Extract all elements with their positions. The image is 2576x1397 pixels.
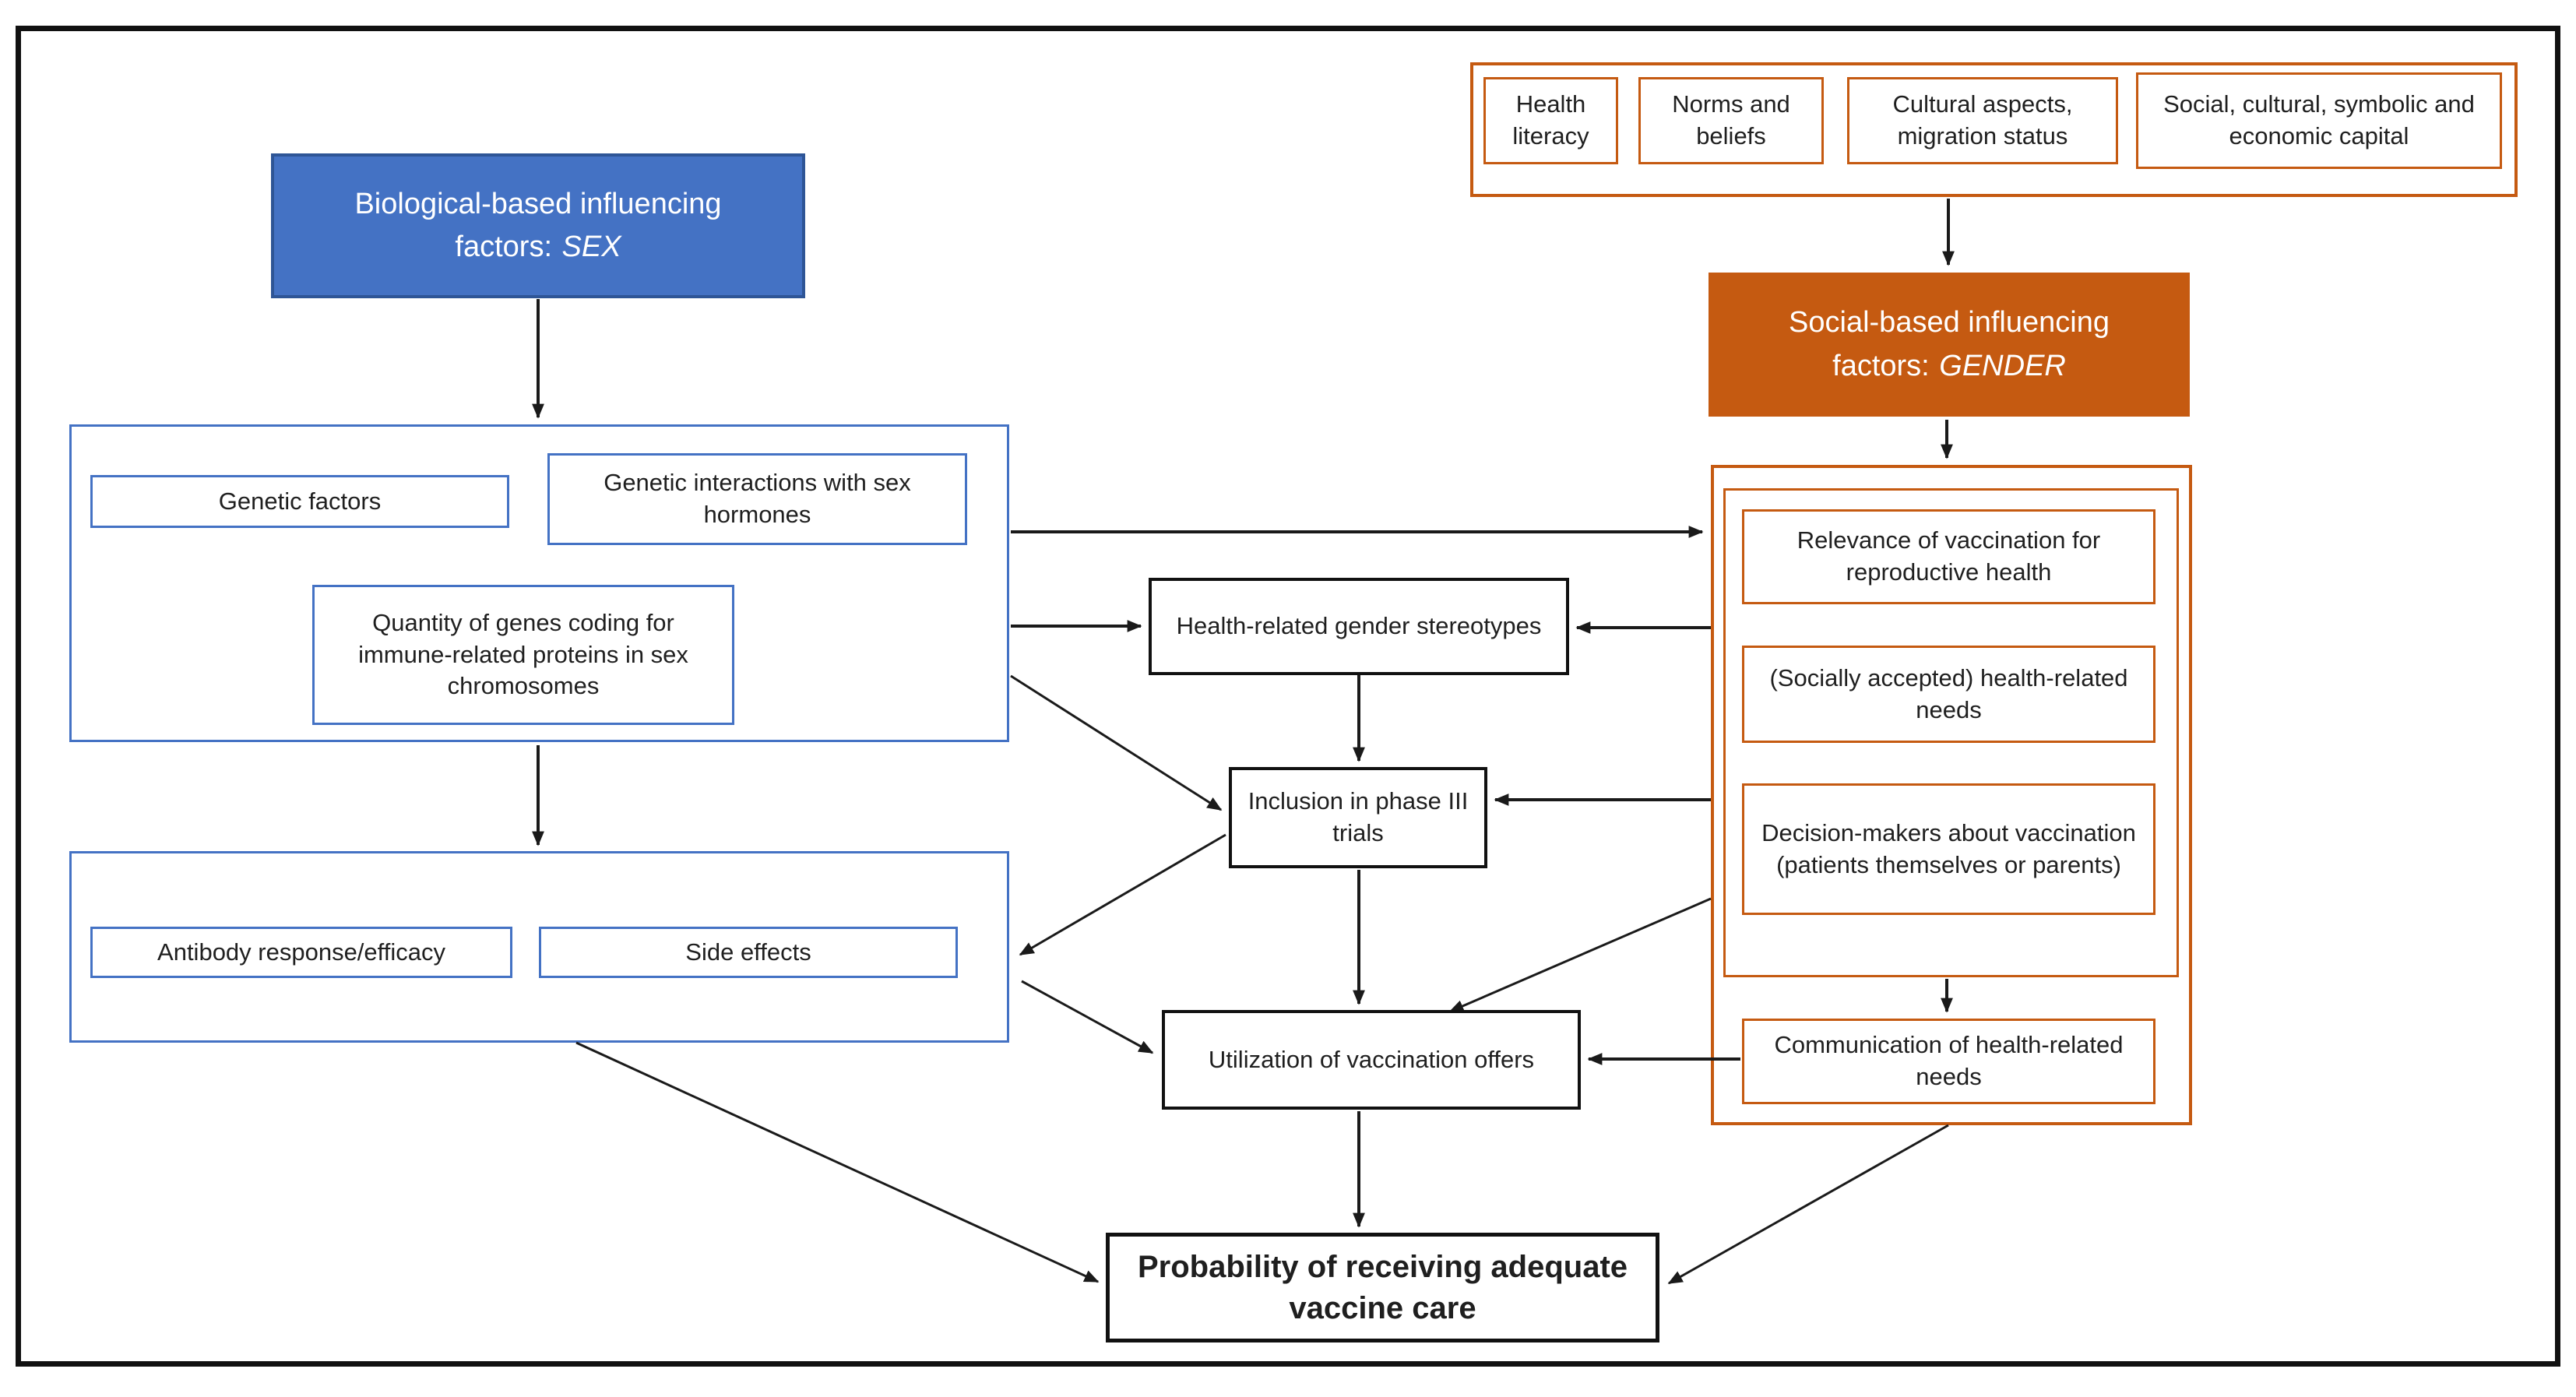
socially-accepted-box: (Socially accepted) health-related needs (1742, 646, 2155, 743)
side-effects-box: Side effects (539, 927, 958, 978)
social-determinants-group (1470, 62, 2518, 197)
genetic-interactions-box: Genetic interactions with sex hormones (547, 453, 967, 545)
arrow-genetic-group-to-inclusion (1010, 674, 1223, 811)
decision-makers-box: Decision-makers about vaccination (patie… (1742, 783, 2155, 915)
social-factors-title: Social-based influencing factors:GENDER (1709, 273, 2190, 417)
gender-factors-inner-group (1723, 488, 2179, 977)
diagram-frame (16, 26, 2560, 1367)
genetic-factors-box: Genetic factors (90, 475, 509, 528)
biological-factors-label: Biological-based influencing factors:SEX (354, 187, 722, 263)
health-literacy-box: Health literacy (1483, 77, 1618, 164)
norms-beliefs-box: Norms and beliefs (1638, 77, 1824, 164)
genetic-factors-group (69, 424, 1009, 742)
probability-box: Probability of receiving adequate vaccin… (1106, 1233, 1659, 1342)
gender-factors-group (1711, 465, 2192, 1125)
arrow-gender-group-to-utilization (1448, 897, 1712, 1013)
social-factors-label: Social-based influencing factors:GENDER (1789, 306, 2110, 382)
cultural-aspects-box: Cultural aspects, migration status (1847, 77, 2118, 164)
arrow-response-group-to-probability (575, 1041, 1100, 1283)
capital-box: Social, cultural, symbolic and economic … (2136, 72, 2502, 169)
arrow-response-group-to-utilization (1021, 980, 1154, 1054)
biological-factors-title: Biological-based influencing factors:SEX (271, 153, 805, 298)
utilization-box: Utilization of vaccination offers (1162, 1010, 1581, 1110)
quantity-genes-box: Quantity of genes coding for immune-rela… (312, 585, 734, 725)
vaccine-response-group (69, 851, 1009, 1043)
relevance-box: Relevance of vaccination for reproductiv… (1742, 509, 2155, 604)
inclusion-box: Inclusion in phase III trials (1229, 767, 1487, 868)
communication-box: Communication of health-related needs (1742, 1019, 2155, 1104)
arrow-inclusion-to-response-group (1019, 833, 1226, 956)
antibody-response-box: Antibody response/efficacy (90, 927, 512, 978)
arrow-gender-group-to-probability (1667, 1124, 1949, 1285)
stereotypes-box: Health-related gender stereotypes (1149, 578, 1569, 675)
